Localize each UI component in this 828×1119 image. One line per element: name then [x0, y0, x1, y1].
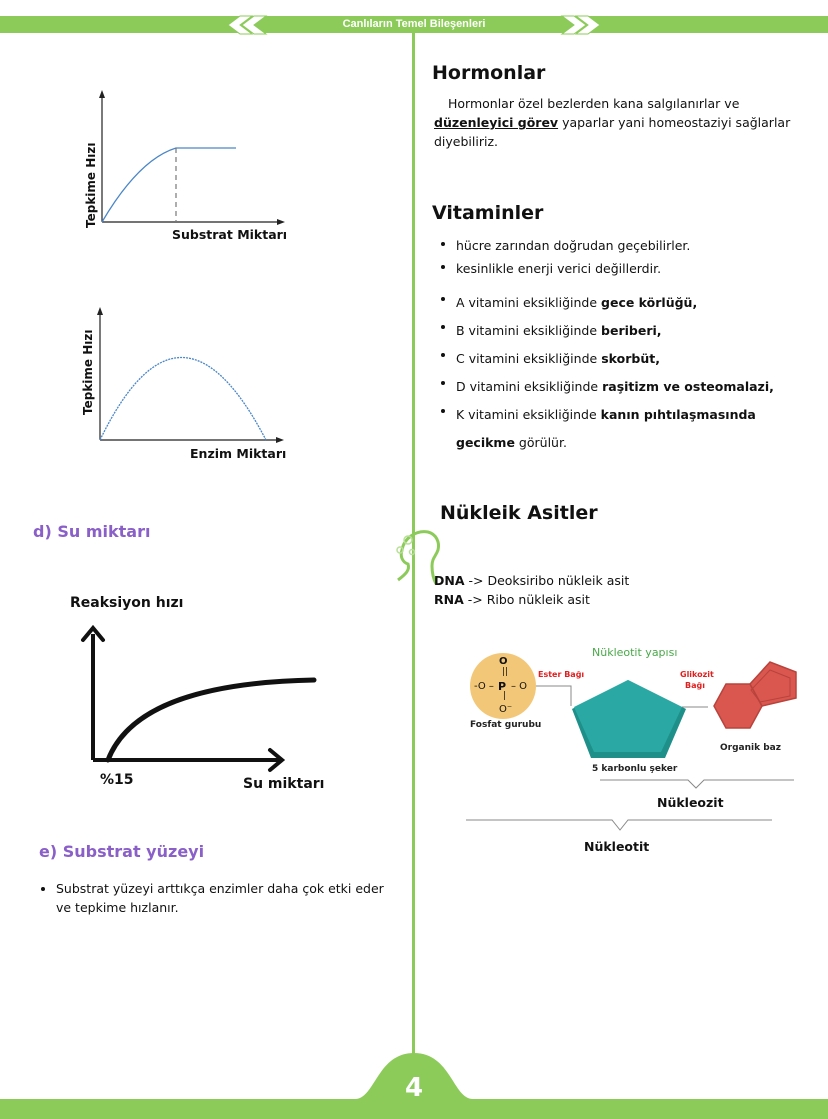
graph2-ylabel: Tepkime Hızı — [81, 330, 95, 416]
graph2-curve — [99, 356, 267, 441]
head-logo-icon — [396, 530, 440, 585]
water-graph-ylabel: Reaksiyon hızı — [70, 595, 183, 611]
graph2-x-arrow — [276, 437, 284, 443]
dna-line: DNA -> Deoksiribo nükleik asit — [434, 573, 630, 588]
svg-text:|: | — [503, 691, 506, 701]
base-pentagon-inner — [750, 669, 791, 703]
hormonlar-bold: düzenleyici görev — [434, 115, 559, 130]
nucleotide-label: Nükleotit — [584, 839, 649, 854]
section-e-bullet: Substrat yüzeyi arttıkça enzimler daha ç… — [34, 879, 396, 917]
ester-bond-line — [536, 685, 572, 706]
base-label: Organik baz — [720, 743, 781, 753]
vitamin-deficiency-item: B vitamini eksikliğinde beriberi, — [434, 317, 794, 345]
graph1-x-arrow — [277, 219, 285, 225]
svg-text:-O –: -O – — [474, 681, 494, 692]
page-number-tab — [355, 1053, 473, 1119]
glycoside-label-2: Bağı — [685, 681, 705, 690]
vitamin-general-list: hücre zarından doğrudan geçebilirler. ke… — [434, 234, 794, 280]
vitamin-deficiency-item: C vitamini eksikliğinde skorbüt, — [434, 345, 794, 373]
section-d-title: d) Su miktarı — [33, 522, 151, 541]
ester-bond-label: Ester Bağı — [538, 670, 584, 679]
sugar-label: 5 karbonlu şeker — [592, 764, 678, 774]
graph1-ylabel: Tepkime Hızı — [84, 143, 98, 229]
chevron-left-icon — [227, 15, 268, 35]
dna-rna-definitions: DNA -> Deoksiribo nükleik asit RNA -> Ri… — [434, 571, 629, 609]
section-e-list: Substrat yüzeyi arttıkça enzimler daha ç… — [34, 879, 396, 917]
hormonlar-text-1: Hormonlar özel bezlerden kana salgılanır… — [448, 96, 740, 111]
water-graph-curve — [105, 677, 317, 763]
substrate-graph: Tepkime Hızı Substrat Miktarı — [84, 90, 287, 242]
nucleoside-label: Nükleozit — [657, 795, 724, 810]
svg-text:||: || — [502, 667, 508, 677]
vitamin-deficiency-item: K vitamini eksikliğinde kanın pıhtılaşma… — [434, 401, 766, 457]
header-band — [0, 16, 828, 33]
graph2-xlabel: Enzim Miktarı — [190, 446, 286, 461]
vitamin-deficiency-list: A vitamini eksikliğinde gece körlüğü, B … — [434, 289, 794, 457]
vitaminler-title: Vitaminler — [432, 202, 544, 224]
graph1-y-arrow — [99, 90, 105, 98]
svg-text:O⁻: O⁻ — [499, 704, 512, 715]
column-divider — [412, 33, 415, 1095]
water-graph: Reaksiyon hızı %15 Su miktarı — [70, 595, 324, 792]
svg-text:P: P — [498, 680, 506, 693]
water-graph-x-arrow — [268, 748, 286, 772]
phosphate-label: Fosfat gurubu — [470, 720, 541, 730]
nucleotide-diagram: Nükleotit yapısı O || P -O – – O | O⁻ Fo… — [466, 646, 797, 854]
rna-line: RNA -> Ribo nükleik asit — [434, 592, 590, 607]
vitamin-general-item: hücre zarından doğrudan geçebilirler. — [434, 234, 794, 257]
water-graph-y-arrow — [81, 624, 105, 642]
page-number: 4 — [404, 1073, 424, 1103]
section-e-title: e) Substrat yüzeyi — [39, 842, 205, 861]
sugar-pentagon — [574, 680, 682, 752]
vitamin-deficiency-item: A vitamini eksikliğinde gece körlüğü, — [434, 289, 794, 317]
enzyme-graph: Tepkime Hızı Enzim Miktarı — [81, 307, 286, 461]
nucleotide-brace — [466, 819, 772, 831]
water-graph-x-marker: %15 — [100, 772, 134, 788]
hormonlar-title: Hormonlar — [432, 62, 546, 84]
graph1-xlabel: Substrat Miktarı — [172, 227, 287, 242]
svg-text:– O: – O — [511, 681, 527, 692]
glycoside-label-1: Glikozit — [680, 670, 714, 679]
vitamin-deficiency-item: D vitamini eksikliğinde raşitizm ve oste… — [434, 373, 794, 401]
vitamin-general-item: kesinlikle enerji verici değillerdir. — [434, 257, 794, 280]
nucleoside-brace — [600, 779, 794, 789]
phosphate-circle — [470, 653, 536, 719]
diagram-title: Nükleotit yapısı — [592, 646, 677, 659]
graph1-curve — [101, 147, 236, 223]
nukleik-title: Nükleik Asitler — [440, 502, 598, 524]
svg-text:O: O — [499, 656, 508, 667]
hormonlar-paragraph: Hormonlar özel bezlerden kana salgılanır… — [434, 94, 794, 151]
graph2-y-arrow — [97, 307, 103, 315]
header-title: Canlıların Temel Bileşenleri — [342, 18, 486, 30]
water-graph-xlabel: Su miktarı — [243, 776, 324, 792]
hormonlar-text-2: yaparlar yani homeostaziyi sağlarlar diy… — [434, 115, 791, 149]
chevron-right-icon — [560, 15, 601, 35]
